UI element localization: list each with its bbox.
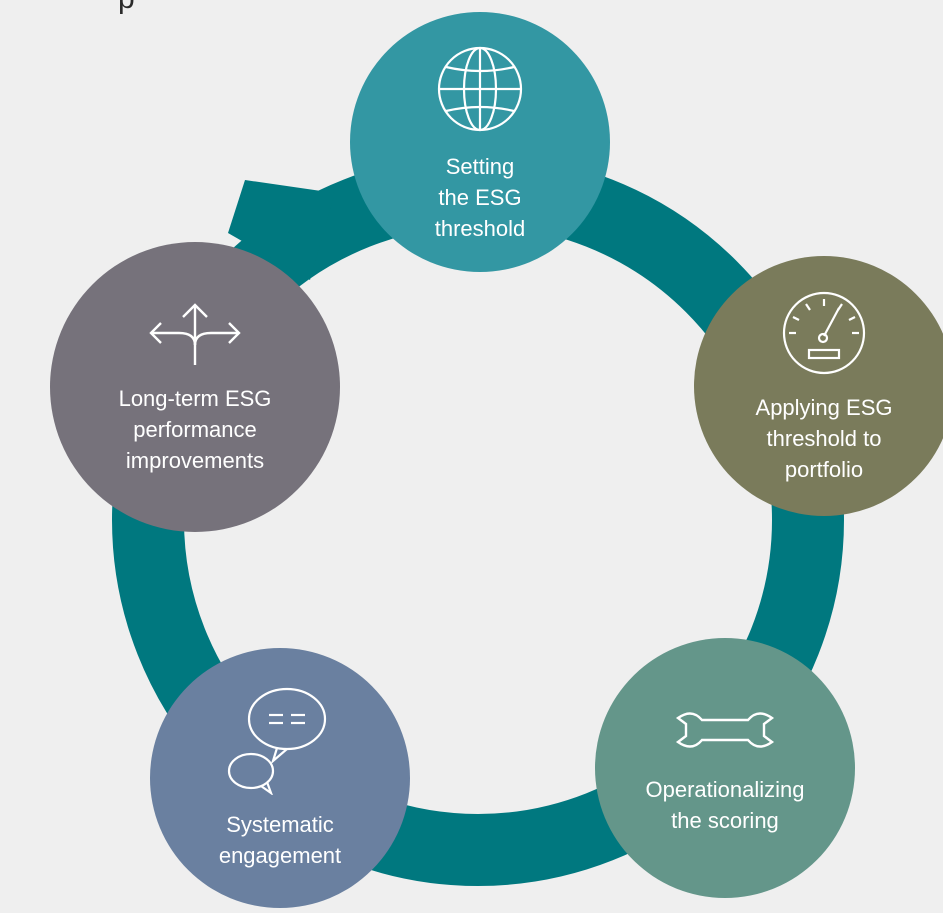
cycle-arrowhead [228,180,335,280]
step-operationalizing-scoring: Operationalizing the scoring [595,638,855,898]
step-label: Setting the ESG threshold [434,153,526,241]
step-setting-threshold: Setting the ESG threshold [350,12,610,272]
speech-bubbles-icon [227,687,327,795]
step-label: Applying ESG threshold to portfolio [755,394,893,482]
step-applying-threshold: Applying ESG threshold to portfolio [694,256,943,516]
branching-arrows-icon [149,302,241,365]
header-fragment: p [118,0,135,16]
wrench-icon [675,712,775,748]
step-systematic-engagement: Systematic engagement [150,648,410,908]
speedometer-icon [782,291,866,374]
globe-icon [437,46,523,131]
step-long-term-improvements: Long-term ESG performance improvements [50,242,340,532]
step-label: Operationalizing the scoring [645,777,805,833]
step-label: Long-term ESG performance improvements [118,385,272,473]
step-label: Systematic engagement [218,812,342,868]
